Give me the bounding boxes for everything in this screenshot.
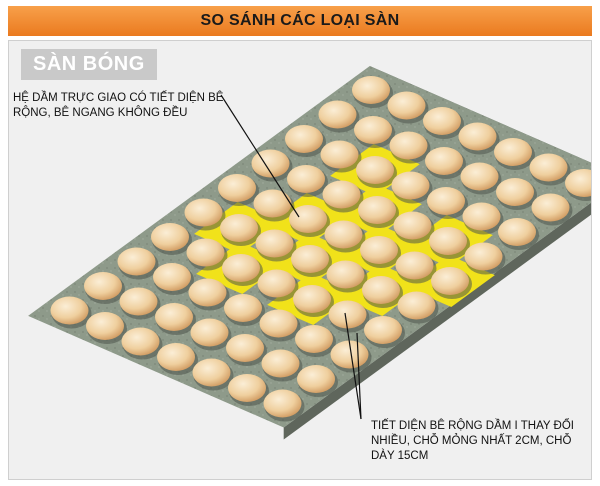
void-ball xyxy=(494,138,535,170)
void-ball xyxy=(427,187,468,219)
void-ball xyxy=(255,229,297,262)
void-ball xyxy=(155,303,196,335)
void-ball xyxy=(393,211,435,244)
void-ball xyxy=(431,267,472,299)
void-ball xyxy=(330,340,372,373)
void-ball xyxy=(224,294,265,326)
void-ball xyxy=(397,291,439,324)
void-ball xyxy=(352,76,393,108)
void-ball xyxy=(324,220,366,253)
void-ball xyxy=(295,325,336,357)
void-ball xyxy=(425,147,466,179)
void-ball xyxy=(220,214,261,246)
void-ball-layer xyxy=(50,76,591,422)
void-ball xyxy=(291,245,332,277)
void-ball xyxy=(50,296,92,329)
void-ball xyxy=(186,238,228,271)
void-ball xyxy=(190,318,232,351)
slab-side-face xyxy=(283,202,591,440)
void-ball xyxy=(119,287,161,320)
void-ball xyxy=(153,263,194,295)
section-label: SÀN BÓNG xyxy=(21,49,157,80)
void-ball xyxy=(84,272,125,304)
void-ball xyxy=(157,343,198,375)
void-ball xyxy=(464,242,506,275)
annotation-beam-system: HỆ DẦM TRỰC GIAO CÓ TIẾT DIỆN BÊ RỘNG, B… xyxy=(13,92,224,119)
void-ball xyxy=(498,218,539,250)
void-ball xyxy=(387,91,429,124)
leader-line-bottom-2 xyxy=(356,332,362,420)
void-ball xyxy=(529,153,571,186)
void-ball xyxy=(460,162,502,195)
annotation-section-thickness: TIẾT DIỆN BÊ RỘNG DẦM I THAY ĐỔI NHIỀU, … xyxy=(371,420,574,462)
void-ball xyxy=(259,309,301,342)
leader-line-bottom-1 xyxy=(344,312,362,420)
leader-lines xyxy=(220,94,362,420)
void-ball xyxy=(389,131,431,164)
void-ball xyxy=(429,227,470,259)
void-ball xyxy=(318,100,360,133)
void-ball xyxy=(297,365,338,397)
void-ball xyxy=(565,169,591,201)
void-ball xyxy=(257,269,299,302)
page-title: SO SÁNH CÁC LOẠI SÀN xyxy=(200,12,400,29)
void-ball xyxy=(326,260,368,293)
void-ball xyxy=(228,374,269,406)
slab-diagram xyxy=(28,66,591,440)
void-ball xyxy=(285,125,326,157)
void-ball xyxy=(261,349,303,382)
void-ball xyxy=(358,196,399,228)
void-ball xyxy=(364,316,405,348)
void-ball xyxy=(151,223,192,255)
void-ball xyxy=(496,178,537,210)
void-ball xyxy=(362,276,403,308)
void-ball xyxy=(462,202,504,235)
void-ball xyxy=(423,107,464,139)
leader-line-top xyxy=(220,94,300,218)
void-ball xyxy=(263,389,305,422)
void-ball xyxy=(289,205,330,237)
void-ball xyxy=(188,278,230,311)
void-ball xyxy=(293,285,334,317)
void-ball xyxy=(391,171,433,204)
void-ball xyxy=(184,198,226,231)
diagram-panel: SÀN BÓNG HỆ DẦM TRỰC GIAO CÓ TIẾT DIỆN B… xyxy=(8,40,592,480)
void-ball xyxy=(121,327,163,360)
void-ball xyxy=(354,116,395,148)
void-ball xyxy=(287,165,328,197)
void-ball xyxy=(86,312,127,344)
void-ball xyxy=(322,180,364,213)
void-ball xyxy=(222,254,263,286)
void-ball xyxy=(356,156,397,188)
void-ball xyxy=(328,300,370,333)
page-header: SO SÁNH CÁC LOẠI SÀN xyxy=(8,6,592,36)
void-ball xyxy=(395,251,437,284)
void-ball xyxy=(360,236,401,268)
void-ball xyxy=(226,334,267,366)
void-ball xyxy=(320,140,362,173)
void-ball xyxy=(117,247,159,280)
void-ball xyxy=(458,122,500,155)
void-ball xyxy=(531,193,573,226)
void-ball xyxy=(218,174,259,206)
void-ball xyxy=(253,189,295,222)
void-ball xyxy=(192,358,234,391)
